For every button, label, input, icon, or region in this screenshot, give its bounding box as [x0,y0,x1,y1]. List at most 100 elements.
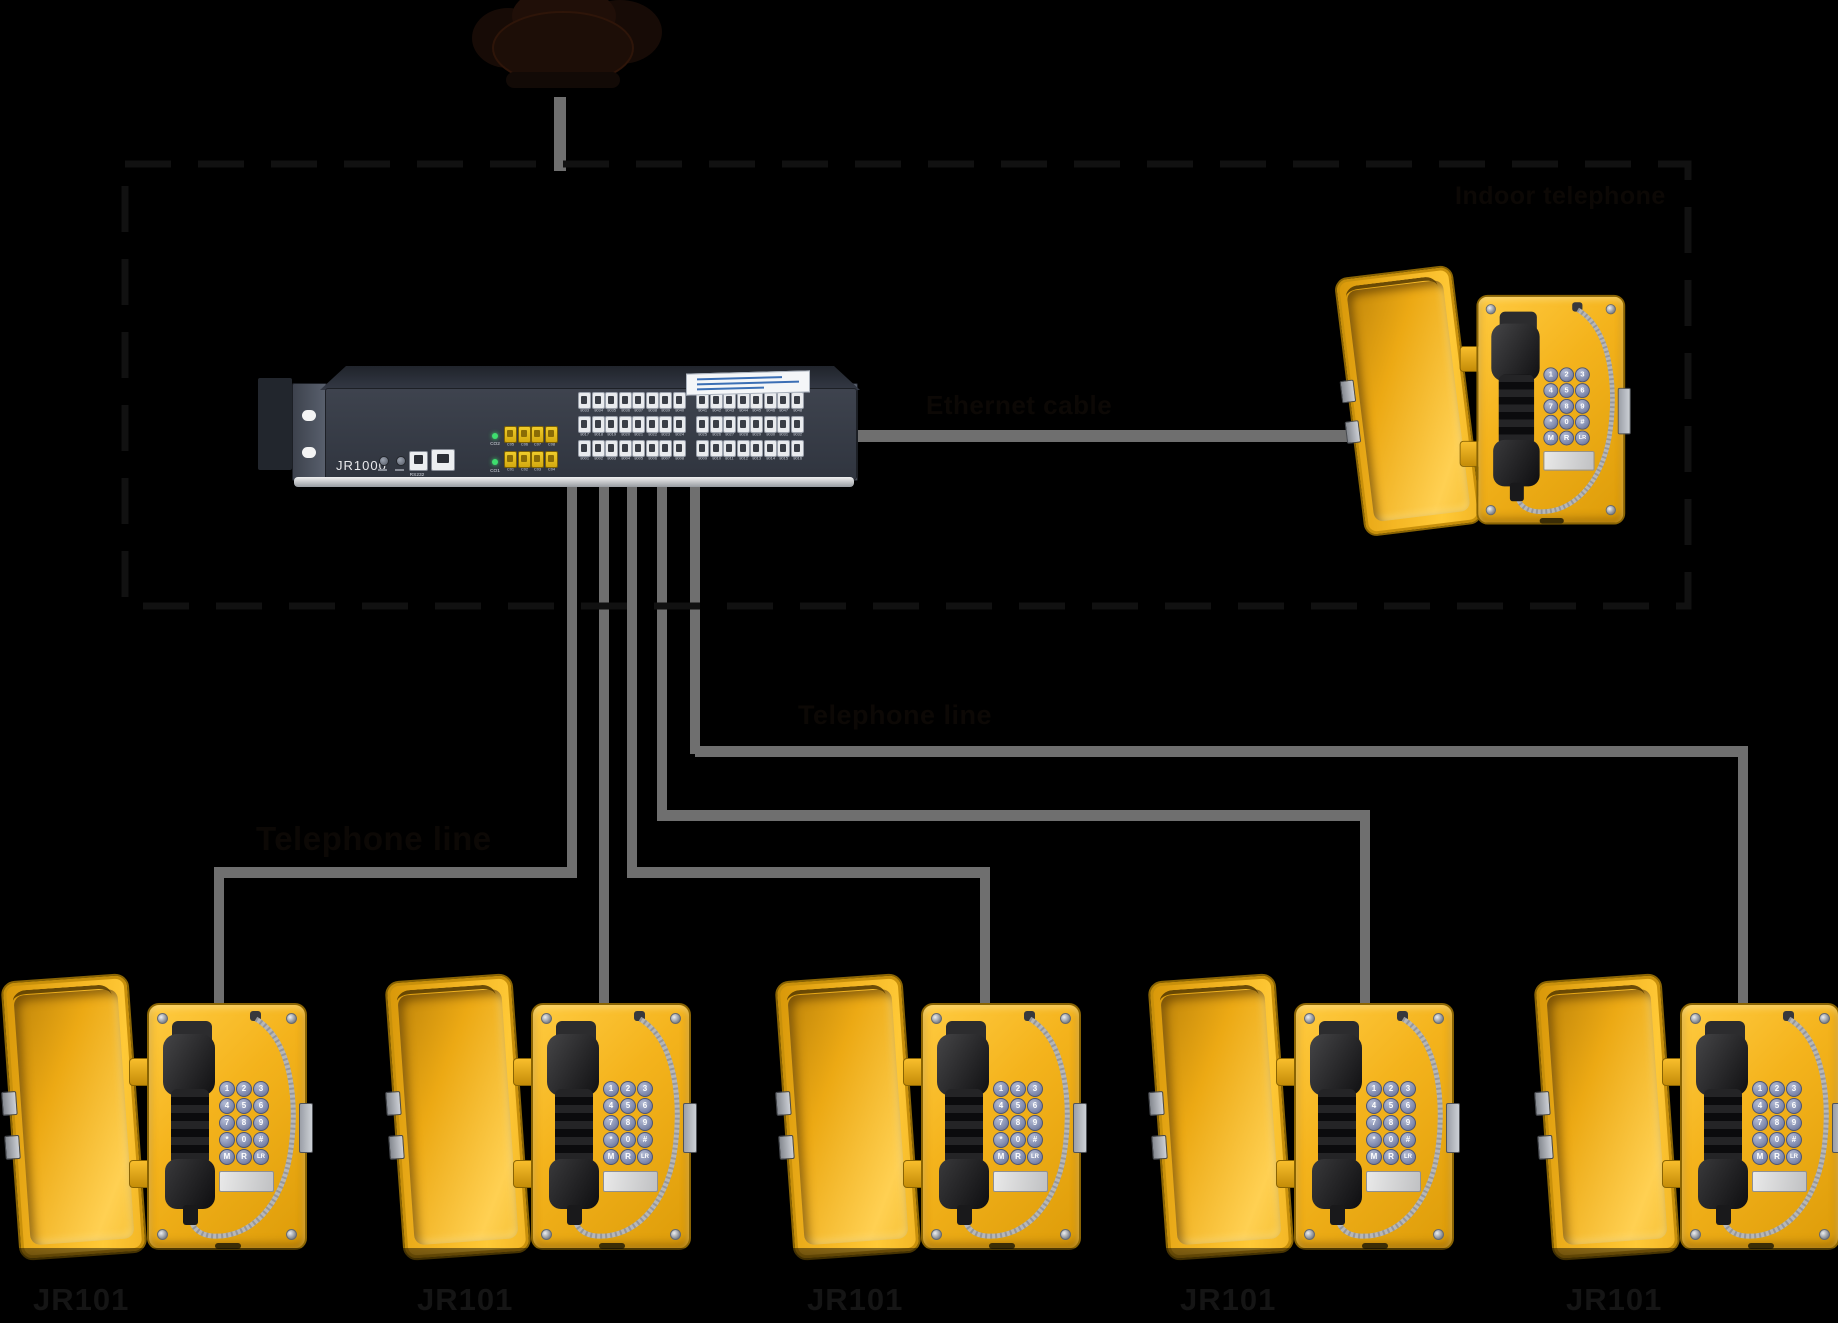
keypad-button: 8 [620,1115,636,1131]
port-column: 8048 [790,392,805,415]
screw [1433,1229,1444,1240]
screw [1304,1013,1315,1024]
reflection-fade [781,1248,1081,1323]
screw [541,1229,552,1240]
keypad-button: * [1752,1132,1768,1148]
port-label: 8010 [711,457,721,461]
tel-line-4-v [657,486,667,821]
keypad-button: 9 [253,1115,269,1131]
cord-gland [250,1011,261,1021]
keypad-button: # [1574,414,1590,430]
port-label: C08 [547,443,555,447]
handset-mouthpiece [549,1159,599,1209]
keypad-button: 9 [637,1115,653,1131]
keypad-button: 4 [219,1098,235,1114]
keypad-button: # [1786,1132,1802,1148]
port-label: C04 [547,468,555,472]
cord-gland [1572,302,1583,312]
port-label: 8002 [593,457,603,461]
port-column: 8033 [578,392,592,415]
cover-latch [1151,1134,1168,1160]
body-side-latch [1446,1103,1460,1153]
phone-handset [163,1021,221,1225]
port-column: C07 [531,426,545,449]
armored-handset-cord [188,1016,296,1239]
co-led-label: CO2 [490,441,500,447]
port-label: 8015 [779,457,789,461]
handset-grip [1318,1089,1356,1165]
cover-latch [1,1090,18,1116]
keypad-button: 9 [1400,1115,1416,1131]
co-rj11-port [531,426,545,443]
cover-latch [388,1134,405,1160]
keypad-button: M [1752,1149,1768,1165]
port-label: 8021 [634,433,644,437]
body-side-latch [683,1103,697,1153]
extension-rj11-port [645,416,659,433]
keypad-button: 7 [603,1115,619,1131]
extension-rj11-port [618,392,632,409]
keypad-button: M [1366,1149,1382,1165]
port-label: C01 [507,468,515,472]
port-label: 8018 [593,433,603,437]
keypad-button: * [993,1132,1009,1148]
port-label: 8040 [674,409,684,413]
port-column: C01 [504,451,518,474]
armored-handset-cord [1721,1016,1829,1239]
port-column: 8002 [591,440,606,463]
keypad-button: 3 [253,1081,269,1097]
port-column: 8032 [790,416,805,439]
tel-line-5-drop [1738,746,1748,1010]
screw [1690,1229,1701,1240]
screw [931,1229,942,1240]
cord-gland [1397,1011,1408,1021]
port-column: 8037 [632,392,646,415]
cord-gland [1783,1011,1794,1021]
keypad-button: R [1559,430,1575,446]
port-label: 8045 [752,409,762,413]
screw [286,1229,297,1240]
keypad-button: * [219,1132,235,1148]
keypad-button: 6 [1786,1098,1802,1114]
port-label: C03 [534,468,542,472]
port-label: 8006 [647,457,657,461]
port-label: 8047 [779,409,789,413]
extension-rj11-port [591,392,605,409]
extension-rj11-port [605,392,619,409]
handset-mouthpiece [1312,1159,1362,1209]
keypad-button: 4 [1543,383,1559,399]
port-label: 8036 [620,409,630,413]
extension-rj11-port [790,440,804,457]
keypad-button: M [993,1149,1009,1165]
extension-rj11-port [736,392,750,409]
body-bottom-vent [1748,1243,1774,1249]
handset-cord-stub [957,1205,972,1225]
port-label: 8039 [661,409,671,413]
keypad-button: R [620,1149,636,1165]
port-slot [413,455,424,464]
extension-rj11-port [632,416,646,433]
port-label: 8017 [580,433,590,437]
co-rj11-port [544,426,558,443]
keypad-button: 1 [219,1081,235,1097]
keypad-button: R [236,1149,252,1165]
tel-line-1-v [567,486,577,878]
cover-latch [775,1090,792,1116]
extension-rj11-port [723,416,737,433]
handset-earpiece [163,1034,215,1096]
handset-earpiece [1491,323,1540,382]
port-column: 8007 [659,440,673,463]
keypad-button: R [1010,1149,1026,1165]
keypad-button: 8 [236,1115,252,1131]
cover-latch [1339,379,1357,404]
phone-model-label: JR101 [33,1282,130,1317]
spec-sticker [686,370,810,396]
extension-rj11-port [618,440,632,457]
